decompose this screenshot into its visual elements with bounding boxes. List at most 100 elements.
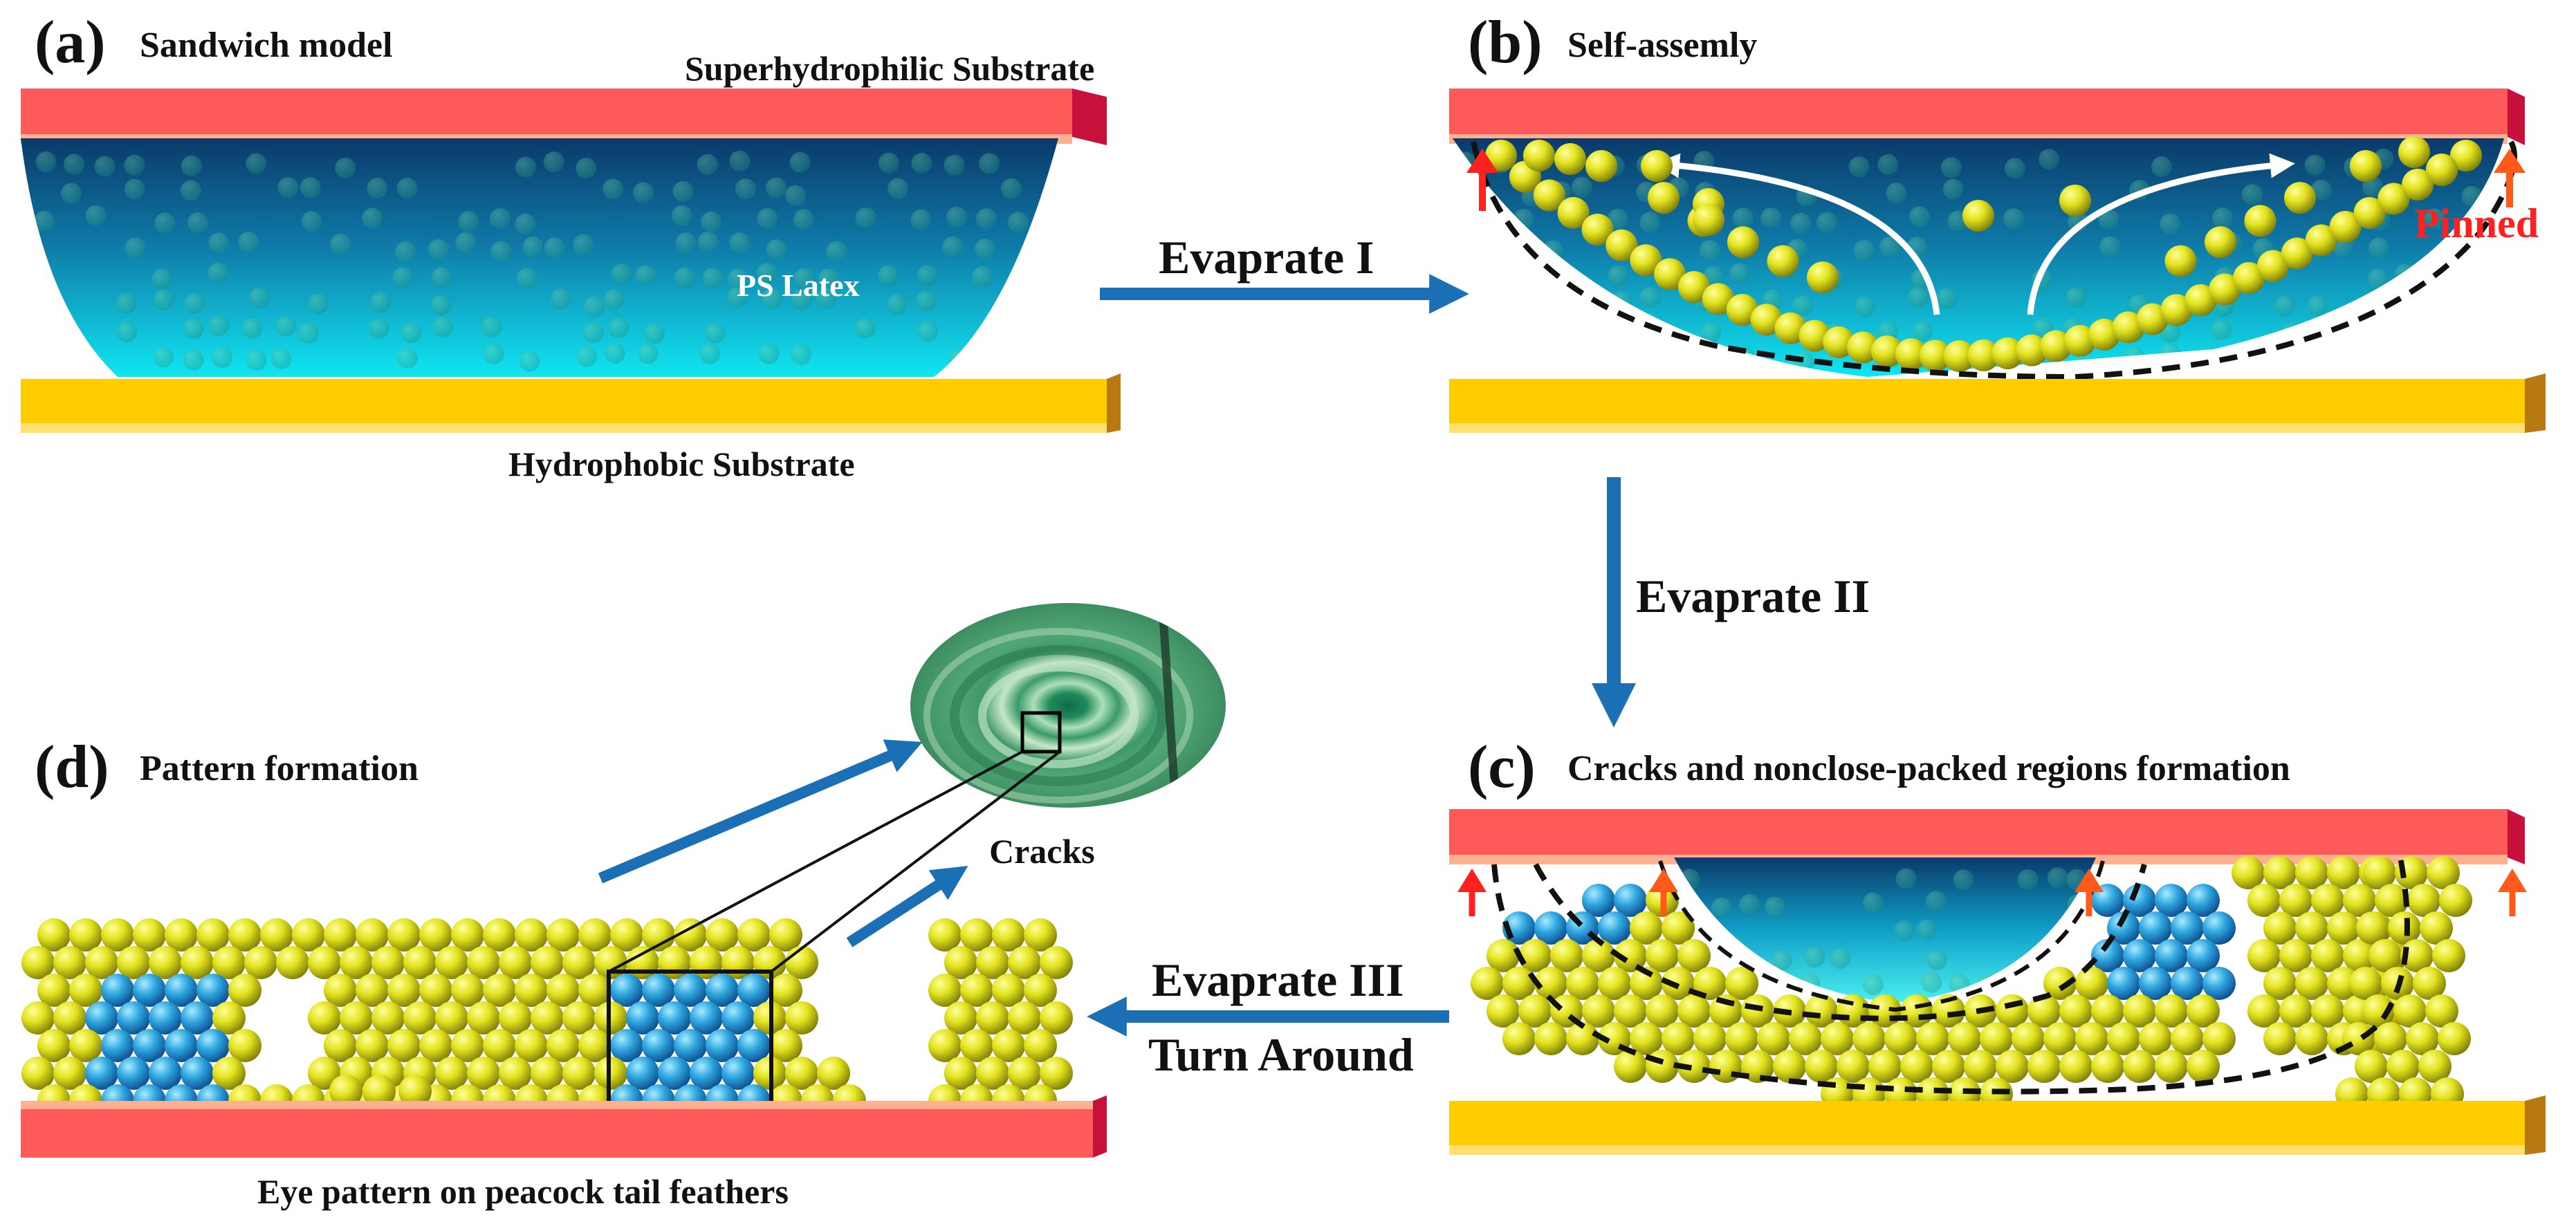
yellow-particle [467,1057,500,1090]
yellow-particle [403,946,436,979]
panel-b-title: Self-assemly [1567,26,1757,65]
yellow-particle [2406,1022,2439,1055]
latex-particle [672,180,694,202]
latex-particle [238,232,259,253]
latex-particle [2039,149,2060,170]
panel-b: (b) Self-assemly Pinned [1449,9,2546,433]
yellow-particle [2059,185,2091,216]
latex-particle [975,349,997,371]
yellow-particle [1677,939,1711,972]
latex-particle [603,289,625,310]
latex-particle [544,237,565,259]
yellow-particle [1693,967,1727,1000]
yellow-particle [2398,136,2430,168]
yellow-particle [1024,974,1057,1007]
panel-c-liquid-boundary [1658,860,2105,1012]
latex-particle [61,183,82,204]
latex-particle [643,323,665,344]
blue-particle [2202,911,2236,945]
latex-particle [183,349,204,371]
yellow-particle [1614,994,1647,1028]
blue-particle [196,1029,230,1062]
latex-particle [1804,947,1825,968]
latex-particle [2012,976,2033,997]
yellow-particle [1847,331,1879,364]
latex-particle [275,315,297,337]
latex-particle [1639,212,1661,233]
yellow-particle [626,946,659,979]
yellow-particle [515,1029,548,1062]
latex-particle [125,237,146,259]
yellow-particle [1823,326,1855,358]
yellow-particle [2425,994,2458,1028]
yellow-particle [1487,939,1520,972]
yellow-particle [1487,994,1520,1028]
latex-particle [1916,919,1938,940]
latex-particle [153,346,174,368]
yellow-particle [2107,1022,2140,1055]
yellow-particle [1837,1050,1870,1083]
latex-particle [183,318,204,340]
latex-particle [1877,154,1899,176]
latex-particle [793,209,814,230]
latex-particle [362,207,383,229]
latex-particle [1453,345,1474,367]
yellow-particle [69,918,102,952]
latex-particle [116,322,138,343]
yellow-particle [85,946,118,979]
yellow-particle [2402,168,2434,201]
latex-particle [878,152,899,174]
yellow-particle [324,1029,357,1062]
latex-particle [401,322,422,344]
yellow-particle [562,1001,596,1035]
latex-particle [1940,157,1962,178]
yellow-particle [1964,1050,1997,1083]
latex-particle [762,288,783,309]
yellow-particle [362,1075,396,1108]
yellow-particle [2139,1022,2172,1055]
latex-particle [977,322,999,344]
latex-particle [701,211,722,232]
latex-particle [1853,239,1875,261]
latex-particle [1036,322,1057,344]
yellow-particle [2295,1022,2328,1055]
latex-particle [704,322,726,344]
panel-b-bottom-substrate [1449,373,2546,433]
yellow-particle [546,1029,580,1062]
step-evaporate-1-label: Evaprate I [1159,231,1374,284]
latex-particle [1514,295,1535,317]
yellow-particle [1008,1057,1041,1090]
yellow-particle [1805,1050,1838,1083]
yellow-particle [2091,1050,2124,1083]
latex-particle [2151,156,2173,178]
yellow-particle [2064,324,2096,357]
latex-particle [2310,179,2332,201]
pinned-arrow-c1 [1457,869,1487,916]
panel-c-particle-layer [1471,856,2472,1138]
yellow-particle [2263,911,2297,945]
yellow-particle [340,1001,373,1035]
blue-particle [737,1029,771,1062]
yellow-particle [499,1001,532,1035]
flow-arrow-right [2027,153,2295,315]
latex-particle [1513,208,1534,230]
yellow-particle [2279,939,2312,972]
yellow-particle [2305,224,2337,257]
latex-particle [94,156,116,177]
blue-particle [2139,967,2172,1000]
panel-c-top-substrate [1449,809,2525,864]
yellow-particle [531,1057,564,1090]
blue-particle [626,1057,659,1090]
latex-particle [573,234,594,255]
latex-particle [1460,262,1482,284]
yellow-particle [2202,1022,2236,1055]
latex-particle [1739,893,1760,915]
yellow-particle [1008,946,1041,979]
blue-particle [706,1029,739,1062]
yellow-particle [1641,150,1673,182]
latex-particle [1602,315,1623,337]
pinned-arrow-c4 [2498,869,2527,916]
latex-particle [208,232,230,254]
yellow-particle [928,974,962,1007]
latex-particle [584,296,605,317]
